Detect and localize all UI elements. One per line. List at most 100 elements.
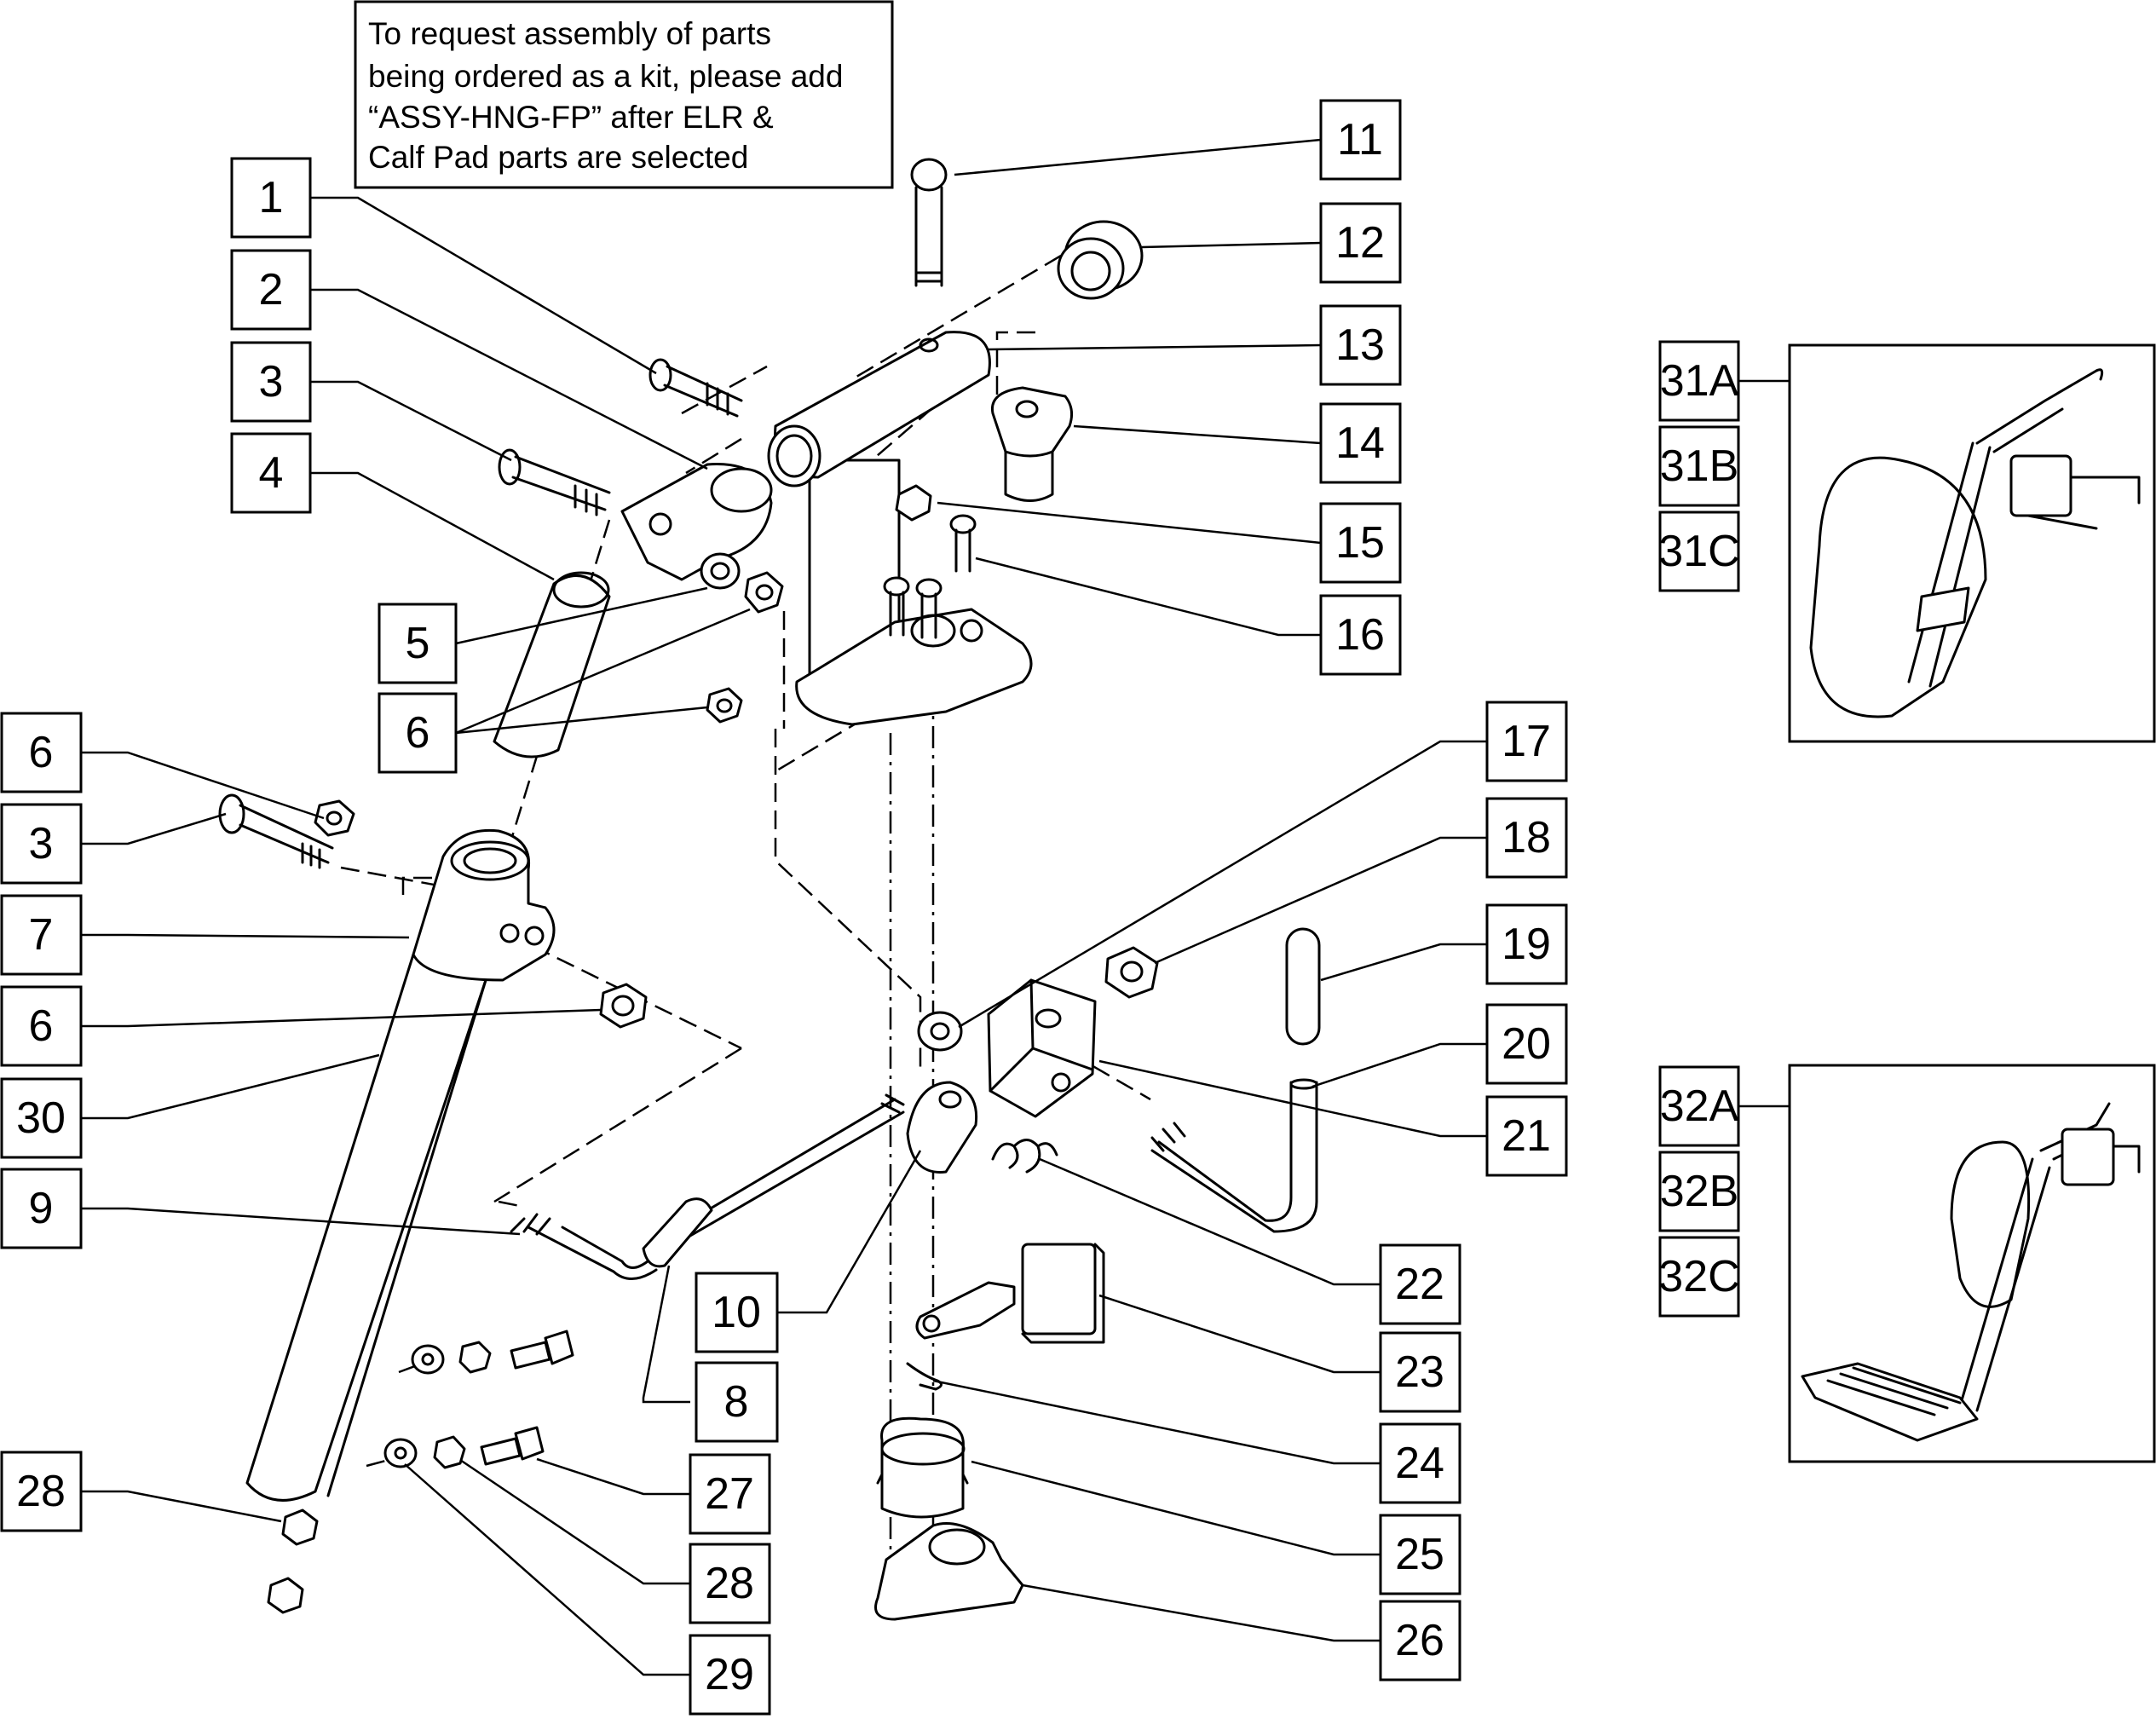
svg-text:16: 16: [1335, 610, 1385, 660]
svg-text:5: 5: [406, 619, 430, 668]
inset-31: [1788, 343, 2156, 743]
callout-24: 24: [1379, 1422, 1461, 1504]
callout-6a: 6: [378, 692, 458, 774]
leg-tube-assembly: [218, 793, 648, 1614]
svg-text:23: 23: [1395, 1347, 1444, 1397]
svg-text:18: 18: [1502, 813, 1551, 862]
callout-32b: 32B: [1658, 1151, 1740, 1232]
washer-nut-group: [700, 552, 784, 724]
svg-text:30: 30: [16, 1093, 66, 1143]
callout-1: 1: [230, 157, 312, 239]
svg-text:29: 29: [705, 1650, 754, 1699]
svg-text:24: 24: [1395, 1439, 1444, 1488]
note-line-2: being ordered as a kit, please add: [368, 59, 843, 94]
callout-31c: 31C: [1658, 511, 1740, 592]
cap-part-12: [1057, 220, 1144, 300]
callout-2: 2: [230, 249, 312, 331]
svg-text:3: 3: [29, 819, 54, 868]
callout-32c: 32C: [1658, 1236, 1740, 1318]
leader-lines: [81, 138, 1790, 1676]
callout-23: 23: [1379, 1331, 1461, 1413]
svg-text:26: 26: [1395, 1616, 1444, 1665]
callout-11: 11: [1319, 99, 1402, 181]
svg-text:31A: 31A: [1660, 356, 1739, 406]
svg-text:1: 1: [259, 173, 284, 222]
callout-4: 4: [230, 432, 312, 514]
svg-text:28: 28: [705, 1559, 754, 1608]
svg-text:6: 6: [29, 1001, 54, 1051]
svg-text:17: 17: [1502, 717, 1551, 766]
callout-28a: 28: [0, 1451, 83, 1532]
screws-part-16: [883, 514, 977, 639]
clevis-part-2: [620, 463, 773, 581]
callout-8: 8: [695, 1361, 779, 1443]
callout-16: 16: [1319, 594, 1402, 676]
svg-text:14: 14: [1335, 418, 1385, 468]
svg-text:7: 7: [29, 910, 54, 960]
assembly-note: To request assembly of parts being order…: [354, 0, 894, 189]
callout-3: 3: [230, 341, 312, 423]
svg-text:15: 15: [1335, 518, 1385, 568]
callout-26: 26: [1379, 1600, 1461, 1682]
svg-text:2: 2: [259, 265, 284, 314]
svg-text:10: 10: [712, 1288, 761, 1337]
latch-mechanism: [510, 927, 1321, 1621]
svg-text:20: 20: [1502, 1019, 1551, 1069]
svg-text:32A: 32A: [1660, 1082, 1739, 1131]
callout-12: 12: [1319, 202, 1402, 284]
callout-14: 14: [1319, 402, 1402, 484]
svg-text:19: 19: [1502, 920, 1551, 969]
svg-text:8: 8: [724, 1377, 749, 1427]
note-line-3: “ASSY-HNG-FP” after ELR &: [368, 100, 774, 135]
callout-7: 7: [0, 894, 83, 976]
hinge-post-part-13: [767, 331, 1033, 726]
callout-13: 13: [1319, 304, 1402, 386]
callout-27: 27: [689, 1453, 771, 1535]
callout-3b: 3: [0, 803, 83, 885]
callout-31a: 31A: [1658, 340, 1740, 422]
callout-25: 25: [1379, 1514, 1461, 1595]
callout-19: 19: [1485, 903, 1568, 985]
svg-text:22: 22: [1395, 1260, 1444, 1309]
svg-text:6: 6: [406, 708, 430, 758]
svg-text:32C: 32C: [1658, 1252, 1739, 1301]
svg-text:9: 9: [29, 1184, 54, 1233]
callout-21: 21: [1485, 1095, 1568, 1177]
callout-32a: 32A: [1658, 1065, 1740, 1147]
callout-30: 30: [0, 1077, 83, 1159]
nut-part-15: [895, 484, 932, 522]
pin-part-4: [493, 571, 611, 759]
callout-5: 5: [378, 603, 458, 684]
bolt-part-3-upper: [498, 448, 611, 516]
svg-text:11: 11: [1337, 115, 1383, 164]
svg-text:12: 12: [1335, 218, 1385, 268]
callout-22: 22: [1379, 1243, 1461, 1325]
note-line-1: To request assembly of parts: [368, 16, 771, 51]
callout-6c: 6: [0, 985, 83, 1067]
callout-31b: 31B: [1658, 425, 1740, 507]
callout-10: 10: [695, 1272, 779, 1353]
cup-part-14: [990, 386, 1074, 502]
svg-text:4: 4: [259, 448, 284, 498]
callout-18: 18: [1485, 797, 1568, 879]
callout-9: 9: [0, 1168, 83, 1249]
svg-text:6: 6: [29, 728, 54, 777]
svg-text:32B: 32B: [1660, 1167, 1739, 1216]
callout-15: 15: [1319, 502, 1402, 584]
svg-text:31B: 31B: [1660, 441, 1739, 491]
svg-text:27: 27: [705, 1469, 754, 1519]
callout-20: 20: [1485, 1003, 1568, 1085]
svg-text:31C: 31C: [1658, 527, 1739, 576]
callout-6b: 6: [0, 712, 83, 793]
callout-17: 17: [1485, 701, 1568, 782]
bolt-part-1: [649, 358, 743, 418]
callout-28b: 28: [689, 1543, 771, 1624]
callout-29: 29: [689, 1634, 771, 1716]
svg-text:28: 28: [16, 1467, 66, 1516]
svg-text:25: 25: [1395, 1530, 1444, 1579]
svg-text:21: 21: [1502, 1111, 1551, 1161]
note-line-4: Calf Pad parts are selected: [368, 140, 748, 175]
callout-boxes: 1 2 3 4 5 6 6 3: [0, 99, 1740, 1716]
svg-text:13: 13: [1335, 320, 1385, 370]
